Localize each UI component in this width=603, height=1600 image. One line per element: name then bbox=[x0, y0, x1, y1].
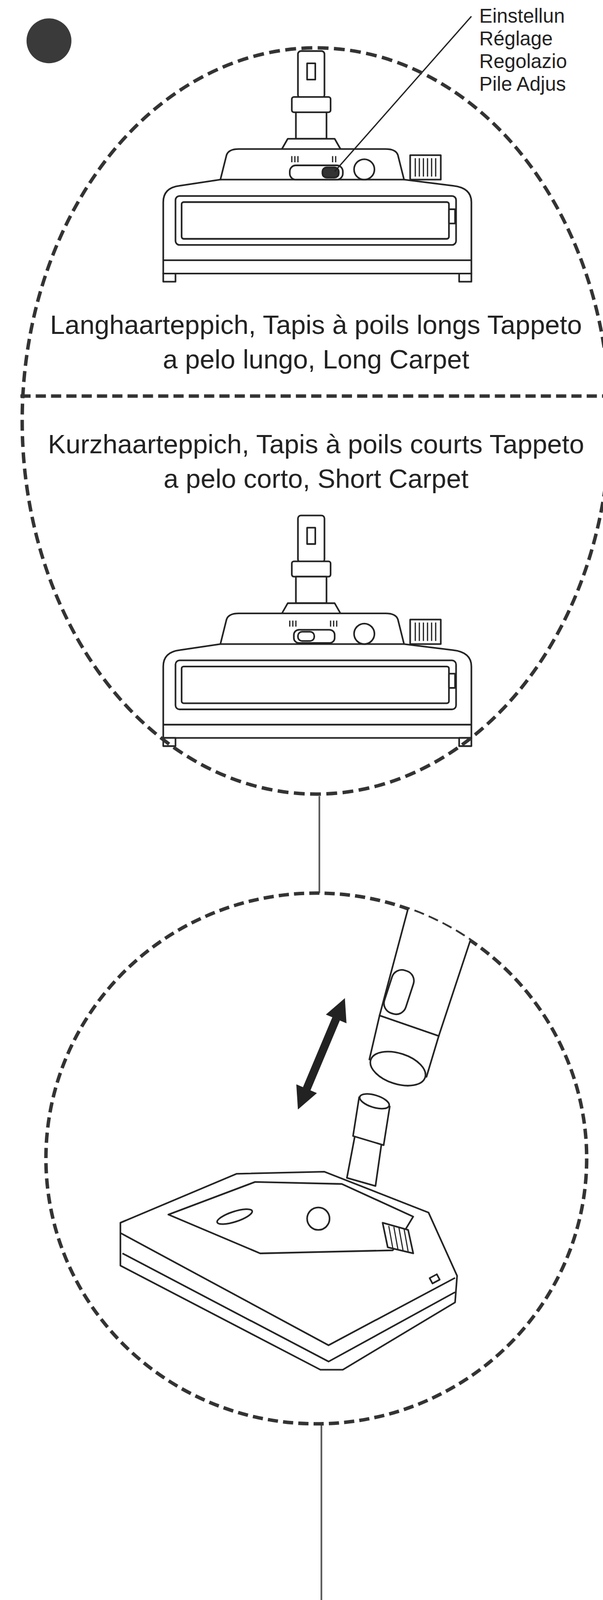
wand-pipe bbox=[365, 877, 484, 1092]
nozzle-short bbox=[163, 515, 472, 746]
link-line bbox=[318, 795, 320, 893]
detail-circle bbox=[45, 892, 587, 1424]
carpet-label: Kurzhaarteppich, Tapis à poils courts Ta… bbox=[39, 426, 593, 496]
part-label: Pile Adjus bbox=[479, 72, 567, 95]
nozzle-long bbox=[163, 50, 472, 282]
part-label: Regolazio bbox=[479, 50, 568, 72]
nozzle-angled bbox=[120, 1090, 458, 1370]
pile-slider bbox=[289, 156, 344, 180]
drawing bbox=[20, 16, 603, 1600]
link-line bbox=[320, 1423, 322, 1600]
divider-line bbox=[20, 393, 603, 398]
pile-slider bbox=[289, 620, 337, 643]
leader-line bbox=[334, 16, 472, 172]
region-shape bbox=[20, 45, 603, 796]
region-outline: Langhaarteppich, Tapis à poils longs Tap… bbox=[20, 45, 603, 796]
step-dot bbox=[26, 18, 72, 64]
carpet-label: Langhaarteppich, Tapis à poils longs Tap… bbox=[39, 307, 593, 377]
part-label: Einstellun bbox=[479, 4, 565, 27]
double-arrow bbox=[296, 997, 347, 1110]
part-label: Réglage bbox=[479, 27, 553, 50]
